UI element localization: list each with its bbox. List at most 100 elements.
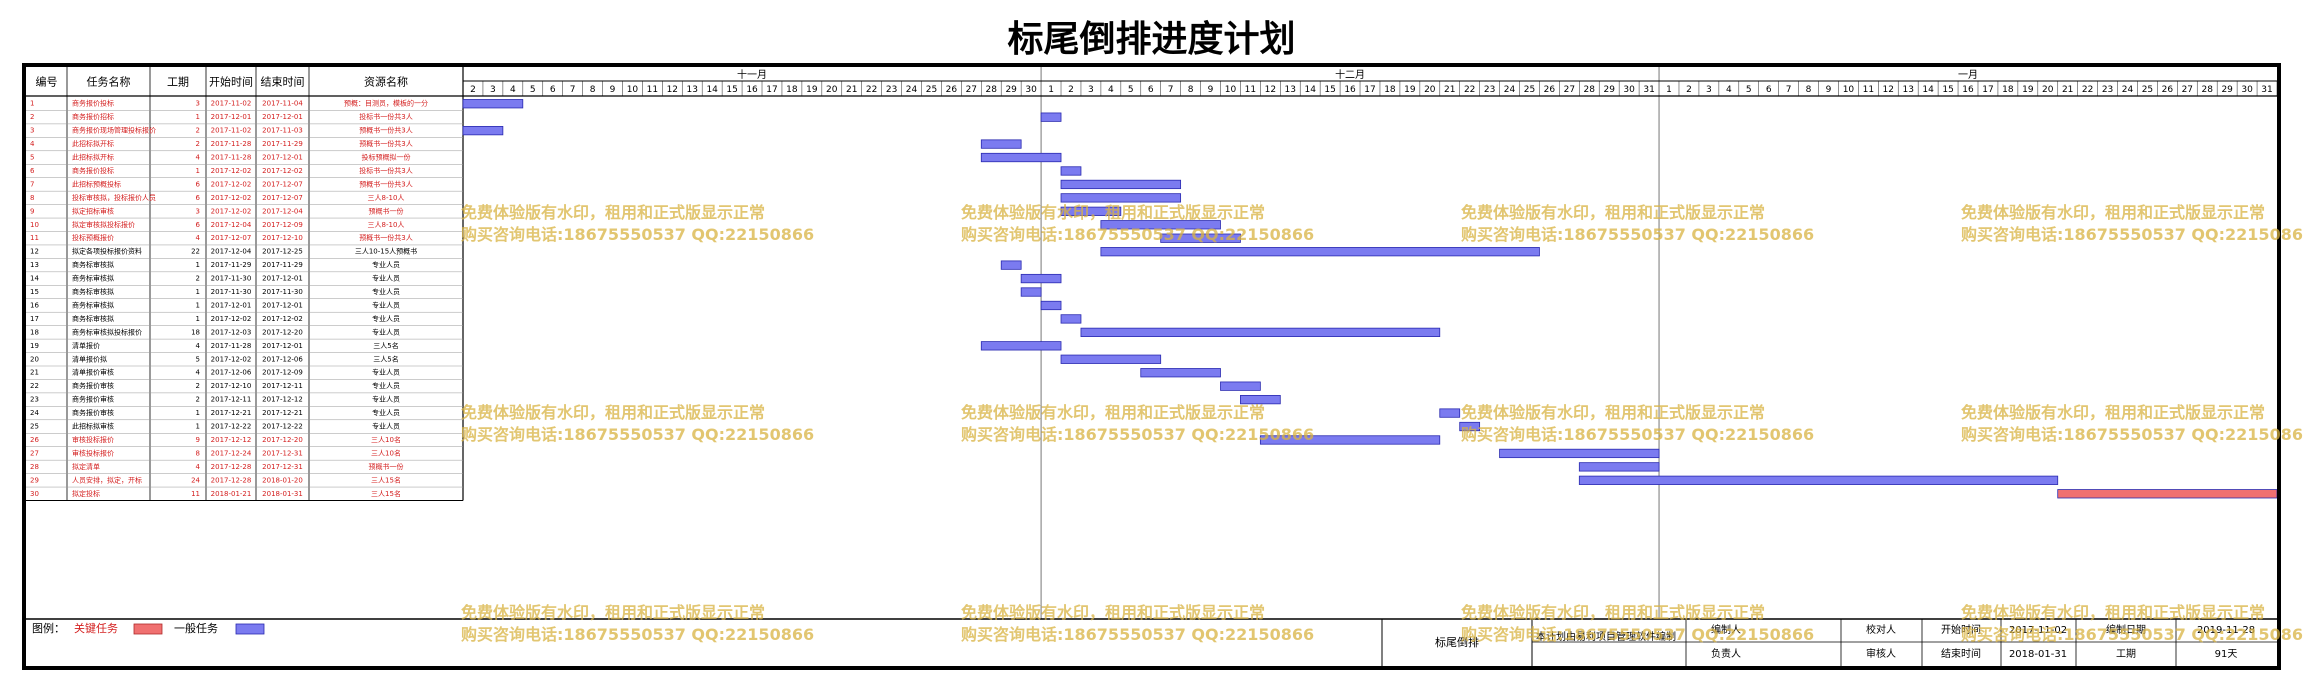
gantt-bar[interactable] [1240, 394, 1281, 405]
legend-critical-swatch [133, 623, 163, 635]
cell-id: 7 [30, 180, 34, 188]
cell-end-date: 2017-12-01 [262, 154, 303, 162]
day-label: 12 [1883, 85, 1894, 95]
gantt-bar[interactable] [1160, 233, 1241, 243]
cell-end-date: 2017-12-20 [262, 328, 303, 336]
day-label: 10 [1843, 85, 1855, 95]
gantt-bar[interactable] [462, 126, 504, 136]
cell-resource: 专业人员 [372, 274, 400, 283]
gantt-bar[interactable] [1220, 381, 1261, 391]
cell-duration: 4 [196, 154, 201, 162]
gantt-bar[interactable] [1040, 300, 1062, 311]
gantt-bar[interactable] [1060, 166, 1082, 176]
gantt-bar[interactable] [1439, 408, 1461, 418]
cell-id: 8 [30, 194, 34, 202]
cell-end-date: 2018-01-31 [262, 490, 303, 498]
cell-task-name: 商务报价审核 [72, 395, 114, 404]
gantt-bar[interactable] [1259, 435, 1441, 445]
footer-start-label: 开始时间 [1941, 623, 1981, 636]
gantt-bar[interactable] [1100, 247, 1540, 257]
gantt-bar[interactable] [1040, 112, 1062, 122]
footer-checker-label: 校对人 [1866, 623, 1896, 636]
cell-id: 17 [30, 315, 39, 323]
cell-duration: 2 [196, 275, 200, 283]
gantt-bar[interactable] [1459, 421, 1481, 432]
gantt-bar[interactable] [1578, 462, 1660, 472]
gantt-bar[interactable] [980, 139, 1022, 149]
gantt-bar[interactable] [1060, 314, 1082, 324]
day-label: 23 [1484, 85, 1495, 95]
day-label: 13 [1902, 85, 1913, 95]
day-label: 9 [610, 85, 616, 95]
cell-id: 29 [30, 476, 39, 484]
cell-id: 10 [30, 221, 39, 229]
cell-start-date: 2017-12-02 [211, 207, 252, 215]
day-label: 19 [2022, 85, 2034, 95]
gantt-bar[interactable] [1000, 260, 1022, 270]
gantt-bar[interactable] [1060, 179, 1182, 190]
gantt-bar[interactable] [1499, 448, 1660, 459]
cell-task-name: 商务标审核拟 [72, 287, 114, 296]
gantt-bar[interactable] [1060, 206, 1122, 216]
gantt-bar[interactable] [1100, 220, 1221, 230]
gantt-bar[interactable] [1020, 273, 1062, 284]
day-label: 15 [1324, 85, 1335, 95]
cell-end-date: 2017-12-07 [262, 180, 303, 188]
cell-task-name: 此招标拟开标 [72, 139, 114, 148]
gantt-bar[interactable] [1020, 287, 1042, 297]
footer-date-label: 编制日期 [2106, 623, 2146, 636]
gantt-bar[interactable] [980, 152, 1062, 163]
day-label: 3 [1706, 85, 1712, 95]
day-label: 12 [1265, 85, 1276, 95]
cell-duration: 1 [196, 315, 200, 323]
day-label: 31 [1643, 85, 1654, 95]
gantt-bar[interactable] [1140, 368, 1221, 378]
gantt-bar[interactable] [1578, 475, 2059, 485]
gantt-bar[interactable] [980, 341, 1062, 351]
gantt-bar[interactable] [1060, 354, 1162, 364]
day-label: 27 [1564, 85, 1575, 95]
cell-task-name: 商务标审核拟 [72, 314, 114, 323]
gantt-bar[interactable] [1060, 193, 1182, 203]
cell-task-name: 清单报价 [72, 341, 100, 350]
day-label: 6 [1148, 85, 1154, 95]
cell-task-name: 此招标预概投标 [72, 179, 121, 188]
cell-resource: 专业人员 [372, 300, 400, 309]
cell-start-date: 2017-12-06 [211, 369, 252, 377]
gantt-bar-critical[interactable] [2057, 489, 2277, 499]
gantt-bar[interactable] [1080, 327, 1441, 337]
gantt-bar[interactable] [462, 99, 524, 109]
day-label: 8 [1806, 85, 1812, 95]
cell-duration: 4 [196, 342, 201, 350]
